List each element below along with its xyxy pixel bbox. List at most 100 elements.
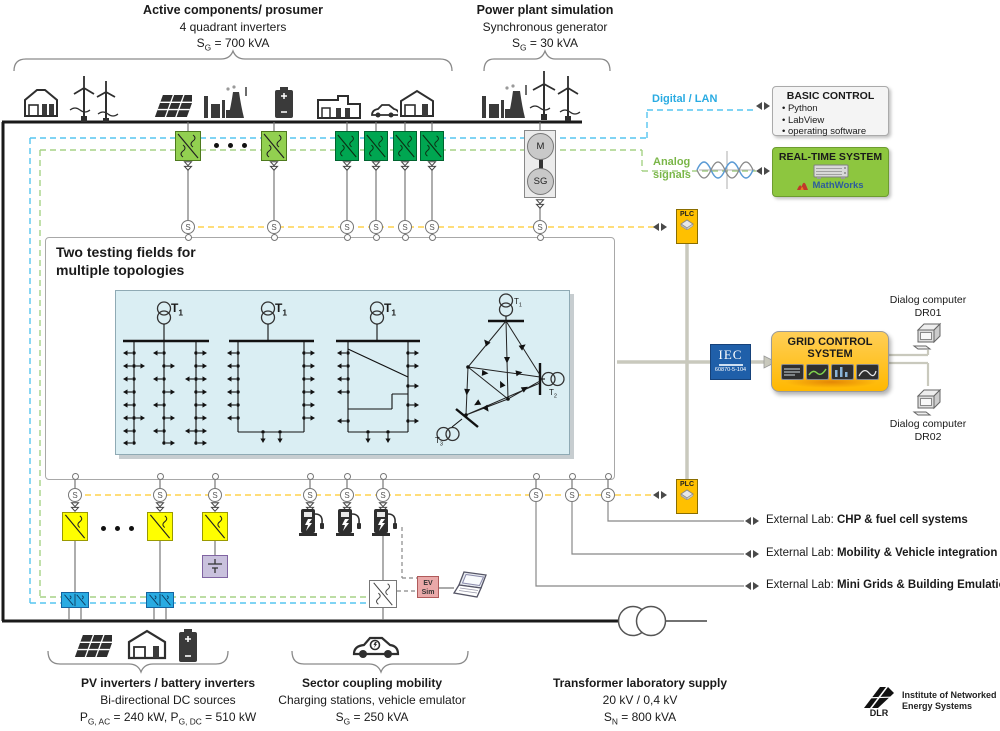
bus-port — [533, 473, 540, 480]
house-with-battery-icon — [398, 88, 436, 118]
switch-node: S — [369, 220, 383, 234]
storage-unit — [202, 555, 228, 578]
plant-title: Power plant simulation — [476, 3, 614, 17]
ev-charger-icon — [368, 507, 398, 537]
grid-transformer-symbol — [617, 605, 667, 637]
industrial-plant-icon — [200, 84, 252, 120]
link-arrows-icon — [652, 222, 668, 232]
bus-port — [72, 473, 79, 480]
dlr-logo-icon — [862, 687, 896, 708]
power-plant-header: Power plant simulation Synchronous gener… — [445, 3, 645, 52]
link-arrows-icon — [744, 516, 760, 526]
ellipsis-inverters — [214, 143, 247, 148]
dc-dc-converter-2 — [146, 592, 174, 608]
main-bus — [1, 120, 620, 623]
bus-port — [344, 473, 351, 480]
switch-node: S — [425, 220, 439, 234]
dlr-text: DLR — [869, 708, 889, 718]
bus-port — [380, 473, 387, 480]
flow-arrow-icon — [210, 502, 220, 512]
brace-power-plant — [483, 49, 611, 72]
switch-node: S — [303, 488, 317, 502]
pv-inverters-footer: PV inverters / battery inverters Bi-dire… — [48, 676, 288, 726]
basic-item: Python — [782, 103, 888, 115]
shaft — [539, 149, 543, 181]
transformer-footer-rating: SN = 800 kVA — [603, 710, 677, 727]
flow-arrow-icon — [70, 502, 80, 512]
scada-screen-icon — [856, 364, 879, 380]
iec-label: IEC — [718, 347, 743, 362]
pv-footer-subtitle: Bi-directional DC sources — [100, 693, 236, 707]
switch-node: S — [529, 488, 543, 502]
plant-rating: SG = 30 kVA — [511, 36, 578, 53]
transformer-t1-label: T1 — [171, 301, 184, 318]
bus-port — [271, 234, 278, 241]
transformer-t1-label: T1 — [514, 297, 523, 309]
mathworks-brand: MathWorks — [773, 180, 888, 191]
inverter-dark-3 — [393, 131, 417, 161]
link-arrows-icon — [755, 101, 771, 111]
plc-box-2: PLC — [676, 479, 698, 514]
trunk-arrowhead — [763, 355, 777, 369]
topology-panel — [115, 290, 570, 455]
bus-port — [402, 234, 409, 241]
plant-subtitle: Synchronous generator — [482, 19, 608, 34]
solar-panel-icon — [146, 92, 192, 120]
dialog-computer-2-icon — [912, 386, 944, 416]
digital-lan-label: Digital / LAN — [652, 93, 718, 105]
switch-node: S — [533, 220, 547, 234]
switch-node: S — [181, 220, 195, 234]
car-icon — [370, 102, 398, 118]
transformer-footer: Transformer laboratory supply 20 kV / 0,… — [520, 676, 760, 726]
iec-standard: 60870-5-104 — [714, 367, 747, 373]
pv-footer-rating: PG, AC = 240 kW, PG, DC = 510 kW — [79, 710, 257, 727]
flow-arrow-icon — [400, 161, 410, 171]
flow-arrow-icon — [342, 161, 352, 171]
realtime-system-box: REAL-TIME SYSTEM MathWorks — [772, 147, 889, 197]
flow-arrow-icon — [535, 199, 545, 209]
bus-port — [157, 473, 164, 480]
active-title: Active components/ prosumer — [143, 3, 323, 17]
transformer-t1-label: T1 — [384, 301, 397, 318]
external-lab-chp: External Lab: CHP & fuel cell systems — [766, 514, 968, 526]
link-arrows-icon — [755, 166, 771, 176]
mobility-footer-subtitle: Charging stations, vehicle emulator — [278, 693, 466, 707]
switch-node: S — [340, 488, 354, 502]
switch-node: S — [68, 488, 82, 502]
plc-box-1: PLC — [676, 209, 698, 244]
house-battery-icon — [22, 86, 60, 118]
brace-active-components — [13, 49, 453, 72]
switch-node: S — [398, 220, 412, 234]
switch-node: S — [376, 488, 390, 502]
realtime-title: REAL-TIME SYSTEM — [778, 151, 883, 163]
basic-control-box: BASIC CONTROL Python LabView operating s… — [772, 86, 889, 138]
external-lab-mobility: External Lab: Mobility & Vehicle integra… — [766, 547, 998, 559]
realtime-rack-icon — [813, 164, 848, 179]
flow-arrow-icon — [427, 161, 437, 171]
flow-arrow-icon — [269, 161, 279, 171]
battery-icon — [272, 86, 296, 120]
basic-control-list: Python LabView operating software — [773, 103, 888, 138]
bus-port — [605, 473, 612, 480]
link-arrows-icon — [652, 490, 668, 500]
plc-chip-icon — [680, 219, 694, 230]
mobility-footer: Sector coupling mobility Charging statio… — [252, 676, 492, 726]
topology-drawing — [122, 293, 565, 447]
control-trunk — [617, 244, 764, 479]
vehicle-emulator-inverter — [369, 580, 397, 608]
switch-node: S — [565, 488, 579, 502]
transformer-footer-subtitle: 20 kV / 0,4 kV — [602, 693, 678, 707]
mobility-footer-title: Sector coupling mobility — [301, 676, 442, 690]
dlr-mark: DLR — [862, 684, 896, 718]
dialog-computer-1-icon — [912, 320, 944, 350]
inverter-4q-1 — [175, 131, 201, 161]
wind-turbines-icon — [68, 72, 122, 122]
transformer-t3-label: T3 — [435, 436, 444, 448]
switch-node: S — [601, 488, 615, 502]
